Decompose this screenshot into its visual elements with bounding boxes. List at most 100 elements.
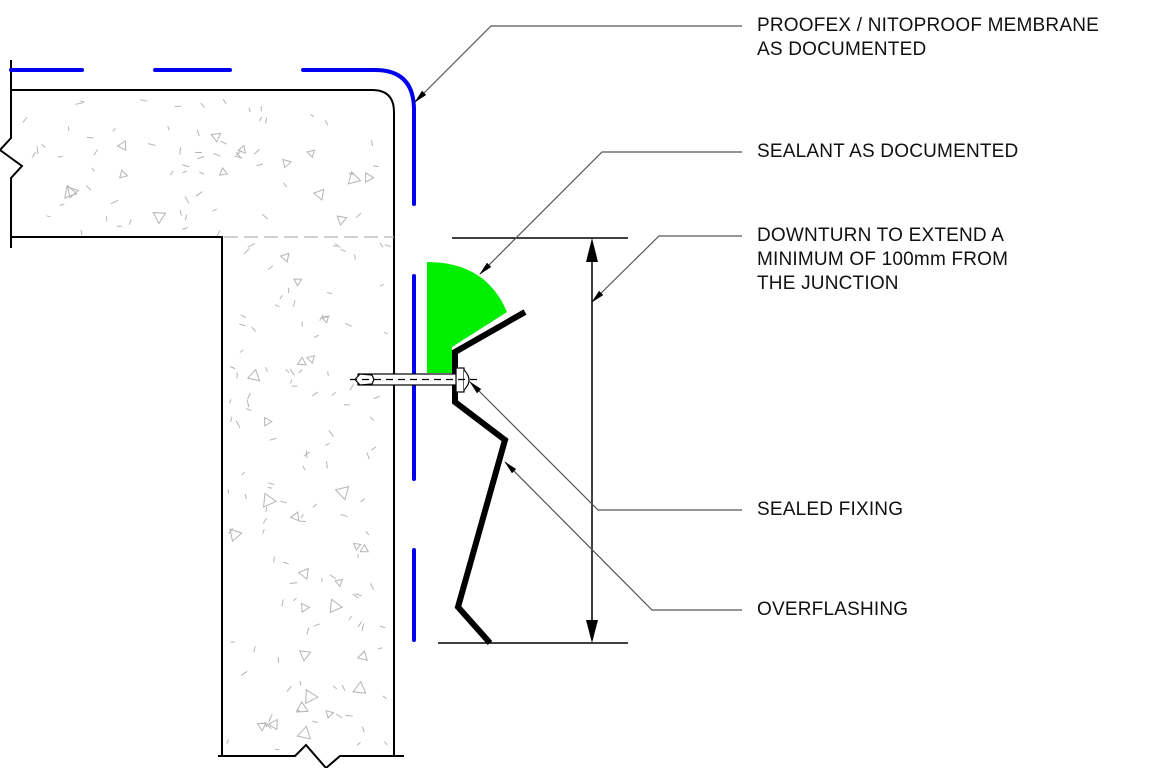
hatch-dash — [281, 599, 284, 607]
hatch-dash — [285, 368, 290, 373]
hatch-dash — [360, 498, 366, 503]
hatch-dash — [267, 265, 274, 270]
hatch-dash — [379, 242, 384, 248]
hatch-dash — [244, 494, 247, 500]
overflashing — [452, 309, 527, 645]
hatch-dash — [167, 126, 170, 131]
hatch-dash — [340, 248, 346, 252]
hatch-dash — [377, 647, 383, 650]
hatch-dash — [306, 627, 310, 635]
hatch-dash — [279, 294, 283, 300]
hatch-aggregate — [229, 528, 243, 543]
hatch-dash — [327, 371, 329, 376]
hatch-dash — [179, 209, 182, 216]
hatch-dash — [265, 507, 268, 512]
hatch-dash — [366, 452, 370, 460]
hatch-dash — [302, 465, 306, 471]
hatch-dash — [324, 120, 329, 126]
label-line: SEALED FIXING — [757, 499, 904, 520]
hatch-dash — [286, 685, 292, 692]
hatch-aggregate — [293, 278, 303, 287]
concrete-slab-outline — [0, 60, 404, 768]
hatch-dash — [199, 171, 205, 175]
hatch-dash — [239, 349, 244, 353]
label-membrane: PROOFEX / NITOPROOF MEMBRANE AS DOCUMENT… — [757, 14, 1099, 62]
hatch-aggregate — [152, 212, 167, 225]
hatch-dash — [181, 164, 190, 168]
hatch-dash — [326, 292, 333, 295]
hatch-aggregate — [267, 718, 278, 731]
hatch-dash — [383, 331, 388, 335]
hatch-dash — [373, 395, 381, 400]
hatch-dash — [240, 670, 248, 676]
hatch-dash — [226, 738, 230, 744]
hatch-dash — [261, 213, 269, 220]
hatch-dash — [349, 383, 355, 391]
hatch-dash — [310, 114, 315, 117]
hatch-dash — [182, 227, 188, 230]
hatch-dash — [262, 529, 265, 534]
hatch-aggregate — [282, 158, 292, 169]
hatch-aggregate — [352, 680, 367, 694]
hatch-dash — [91, 167, 95, 172]
hatch-aggregate — [306, 149, 316, 159]
hatch-dash — [184, 214, 188, 221]
hatch-dash — [379, 283, 384, 287]
hatch-dash — [370, 446, 377, 451]
hatch-dash — [184, 196, 190, 204]
leader-overflashing — [504, 461, 742, 611]
hatch-dash — [67, 126, 70, 131]
hatch-dash — [195, 191, 203, 197]
hatch-dash — [355, 212, 362, 219]
hatch-dash — [241, 471, 245, 476]
hatch-dash — [332, 685, 338, 690]
hatch-aggregate — [237, 144, 246, 154]
hatch-dash — [379, 625, 386, 629]
hatch-dash — [240, 314, 247, 318]
leader-fixing — [469, 381, 742, 511]
hatch-aggregate — [264, 416, 273, 427]
hatch-dash — [273, 556, 275, 563]
hatch-dash — [343, 404, 350, 406]
hatch-dash — [274, 304, 280, 307]
hatch-dash — [128, 219, 132, 225]
hatch-aggregate — [118, 169, 129, 179]
hatch-dash — [372, 165, 379, 168]
hatch-aggregate — [364, 172, 375, 183]
hatch-aggregate — [334, 578, 344, 588]
hatch-dash — [57, 155, 63, 158]
hatch-dash — [365, 531, 370, 536]
label-downturn: DOWNTURN TO EXTEND A MINIMUM OF 100mm FR… — [757, 224, 1008, 296]
hatch-aggregate — [297, 567, 309, 580]
hatch-aggregate — [359, 543, 370, 553]
hatch-aggregate — [218, 166, 229, 176]
waterproof-membrane — [9, 68, 416, 642]
hatch-dash — [313, 623, 321, 627]
hatch-aggregate — [64, 184, 78, 199]
hatch-dash — [251, 326, 256, 332]
hatch-dash — [222, 99, 227, 105]
hatch-dash — [245, 408, 252, 411]
hatch-dash — [243, 248, 250, 255]
label-line: AS DOCUMENTED — [757, 39, 927, 60]
hatch-aggregate — [246, 368, 261, 382]
hatch-aggregate — [305, 688, 319, 705]
leader-downturn — [591, 235, 742, 303]
hatch-dash — [325, 461, 328, 469]
hatch-dash — [384, 244, 392, 248]
hatch-dash — [75, 102, 84, 105]
hatch-dash — [234, 155, 243, 159]
hatch-dash — [341, 684, 346, 692]
hatch-aggregate — [312, 188, 325, 201]
hatch-dash — [247, 243, 255, 248]
hatch-aggregate — [67, 186, 80, 199]
hatch-dash — [292, 300, 296, 307]
hatch-dash — [220, 140, 227, 145]
hatch-dash — [334, 243, 341, 248]
hatch-dash — [265, 366, 268, 372]
hatch-aggregate — [353, 542, 362, 551]
hatch-aggregate — [329, 598, 344, 614]
label-line: PROOFEX / NITOPROOF MEMBRANE — [757, 15, 1100, 36]
hatch-dash — [311, 391, 319, 397]
dimension-downturn — [438, 237, 628, 644]
